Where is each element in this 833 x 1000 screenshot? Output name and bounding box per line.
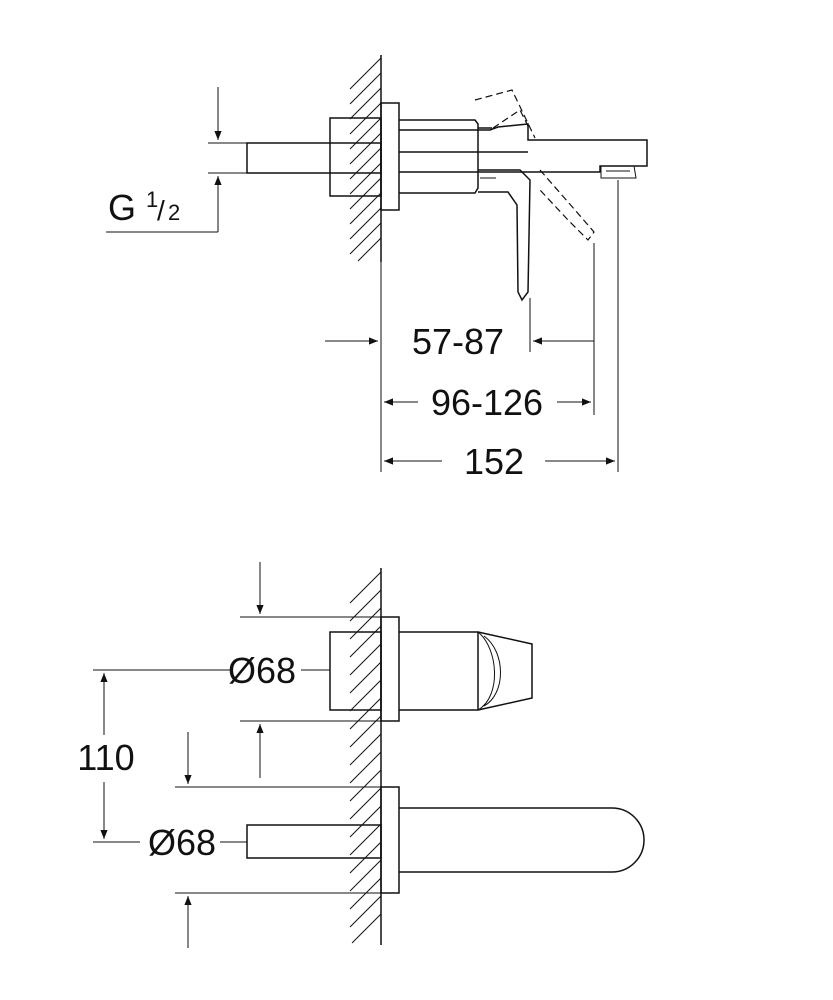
lever-open-position-lower	[539, 169, 595, 241]
handle-rosette-front	[380, 616, 400, 722]
spout-aerator	[600, 165, 637, 179]
front-view	[93, 562, 645, 948]
lever-side	[478, 169, 531, 302]
dim-lever-reach-label: 57-87	[412, 321, 504, 362]
spout-rosette-front	[380, 786, 400, 894]
thread-label: G 1 / 2	[108, 187, 180, 228]
dim-lever-tip-label: 96-126	[431, 382, 543, 423]
thread-label-base: G	[108, 187, 136, 228]
thread-label-slash: /	[157, 195, 165, 226]
mounting-box-side	[329, 117, 382, 197]
handle-body-side	[399, 119, 479, 194]
thread-label-denominator: 2	[168, 200, 180, 225]
lever-open-position	[474, 89, 536, 139]
dim-spout-length-label: 152	[464, 441, 524, 482]
wall-hatching-side	[349, 55, 382, 262]
wall-rosette-side	[380, 102, 400, 211]
handle-box-front	[329, 631, 382, 711]
supply-pipe-front	[246, 824, 382, 859]
thread-label-numerator: 1	[146, 187, 158, 212]
wall-hatching-front	[349, 568, 382, 945]
spout-side	[399, 123, 648, 173]
supply-pipe-side	[246, 142, 382, 174]
side-view	[106, 55, 648, 472]
handle-lever-front	[399, 631, 533, 711]
spout-front	[399, 807, 645, 873]
spout-rosette-diameter-label: Ø68	[148, 822, 216, 863]
center-distance-label: 110	[77, 737, 134, 778]
handle-rosette-diameter-label: Ø68	[228, 650, 296, 691]
